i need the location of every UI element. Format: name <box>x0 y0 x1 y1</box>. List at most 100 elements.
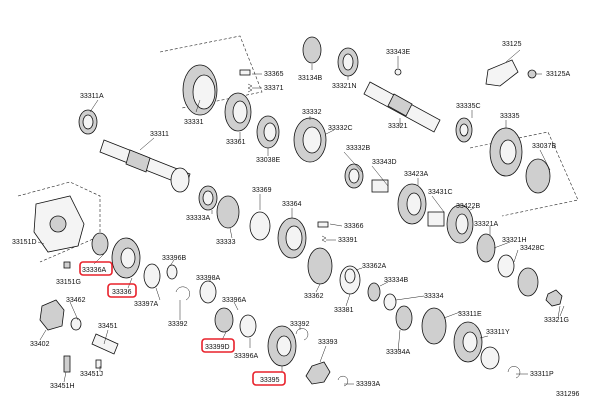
gear-33332C <box>293 117 327 163</box>
label-33362: 33362 <box>304 293 324 300</box>
snap-ring-33393A <box>337 375 349 387</box>
group-outline-upper <box>159 35 263 109</box>
label-33397A: 33397A <box>134 301 158 308</box>
gear-33335 <box>489 127 523 177</box>
label-33335C: 33335C <box>456 103 481 110</box>
highlight-33395 <box>252 371 286 386</box>
snap-ring-33392-mid <box>295 328 309 341</box>
gear-33423A <box>397 183 427 225</box>
label-33462: 33462 <box>66 297 86 304</box>
ring-33311P <box>480 346 500 370</box>
label-33391: 33391 <box>338 237 358 244</box>
label-33396A: 33396A <box>234 353 258 360</box>
leader-lines <box>37 49 565 385</box>
label-33333: 33333 <box>216 239 236 246</box>
bearing-33334A <box>395 305 413 331</box>
label-33393A: 33393A <box>356 381 380 388</box>
ring-33398A <box>199 280 217 304</box>
bolt-33151G <box>63 261 71 269</box>
label-33125A: 33125A <box>546 71 570 78</box>
gear-33333 <box>216 195 240 229</box>
sleeve-33431C <box>427 211 445 227</box>
label-33451: 33451 <box>98 323 118 330</box>
label-33321G: 33321G <box>544 317 569 324</box>
highlight-33336A <box>79 261 113 276</box>
label-33336: 33336 <box>112 289 132 296</box>
gear-33331 <box>182 64 218 116</box>
group-outline-right <box>469 131 579 217</box>
ring-33396B <box>166 264 178 280</box>
label-33396B: 33396B <box>162 255 186 262</box>
gear-33134B <box>302 36 322 64</box>
label-33332B: 33332B <box>346 145 370 152</box>
bolt-33451H <box>63 355 71 373</box>
label-33334A: 33334A <box>386 349 410 356</box>
label-33311A: 33311A <box>80 93 104 100</box>
label-33331: 33331 <box>184 119 204 126</box>
bearing-33334B <box>367 282 381 302</box>
part-labels: 33311A 33331 33311 33365 33371 33134B 33… <box>12 41 579 398</box>
label-33369: 33369 <box>252 187 272 194</box>
label-33134B: 33134B <box>298 75 322 82</box>
spring-33391 <box>321 235 327 243</box>
label-33395: 33395 <box>260 377 280 384</box>
highlight-33336 <box>107 283 137 298</box>
label-33037B: 33037B <box>532 143 556 150</box>
bearing-33321N <box>337 47 359 77</box>
ring-33362A <box>344 268 356 284</box>
housing-33151D <box>33 195 85 253</box>
gear-33336 <box>111 237 141 279</box>
snap-ring-331296 <box>507 366 521 379</box>
label-33334B: 33334B <box>384 277 408 284</box>
bearing-33395 <box>267 325 297 367</box>
label-33343E: 33343E <box>386 49 410 56</box>
gear-33321A <box>476 233 496 263</box>
label-33311E: 33311E <box>458 311 482 318</box>
bearing-33333A <box>198 185 218 211</box>
label-33451J: 33451J <box>80 371 103 378</box>
bracket-33125 <box>485 59 519 87</box>
label-33321: 33321 <box>388 123 408 130</box>
ring-33038E <box>256 115 280 149</box>
label-33335: 33335 <box>500 113 520 120</box>
label-33321H: 33321H <box>502 237 527 244</box>
label-33151G: 33151G <box>56 279 81 286</box>
ring-33397A <box>143 263 161 289</box>
counter-shaft <box>363 81 441 133</box>
washer-33428C <box>497 254 515 278</box>
label-33038E: 33038E <box>256 157 280 164</box>
label-33431C: 33431C <box>428 189 453 196</box>
label-33343D: 33343D <box>372 159 397 166</box>
bearing-33311A <box>78 109 98 135</box>
label-33381: 33381 <box>334 307 354 314</box>
label-33366: 33366 <box>344 223 364 230</box>
label-33361: 33361 <box>226 139 246 146</box>
label-33311: 33311 <box>150 131 169 138</box>
label-33151D: 33151D <box>12 239 37 246</box>
label-33332C: 33332C <box>328 125 353 132</box>
diagram-reference-number: 331296 <box>556 391 579 398</box>
label-33125: 33125 <box>502 41 522 48</box>
label-33371: 33371 <box>264 85 284 92</box>
sleeve-33364 <box>277 217 307 259</box>
housing-33402 <box>39 299 65 331</box>
label-33311P: 33311P <box>530 371 554 378</box>
label-33423A: 33423A <box>404 171 428 178</box>
label-33428C: 33428C <box>520 245 545 252</box>
key-33366 <box>317 221 329 228</box>
ball-33343E <box>394 68 402 76</box>
nut-33321G <box>545 289 563 307</box>
bearing-33335C <box>455 117 473 143</box>
gear-33311Y <box>453 321 483 363</box>
ring-33396A <box>239 314 257 338</box>
ring-33369 <box>249 211 271 241</box>
synchro-33361 <box>224 92 252 132</box>
bearing-33336A <box>91 232 109 256</box>
gear-33321H <box>517 267 539 297</box>
label-33321N: 33321N <box>332 83 357 90</box>
highlight-33399D <box>201 338 235 353</box>
label-33398A: 33398A <box>196 275 220 282</box>
lever-33451 <box>91 333 119 355</box>
label-33392-mid: 33392 <box>290 321 310 328</box>
label-33332: 33332 <box>302 109 322 116</box>
